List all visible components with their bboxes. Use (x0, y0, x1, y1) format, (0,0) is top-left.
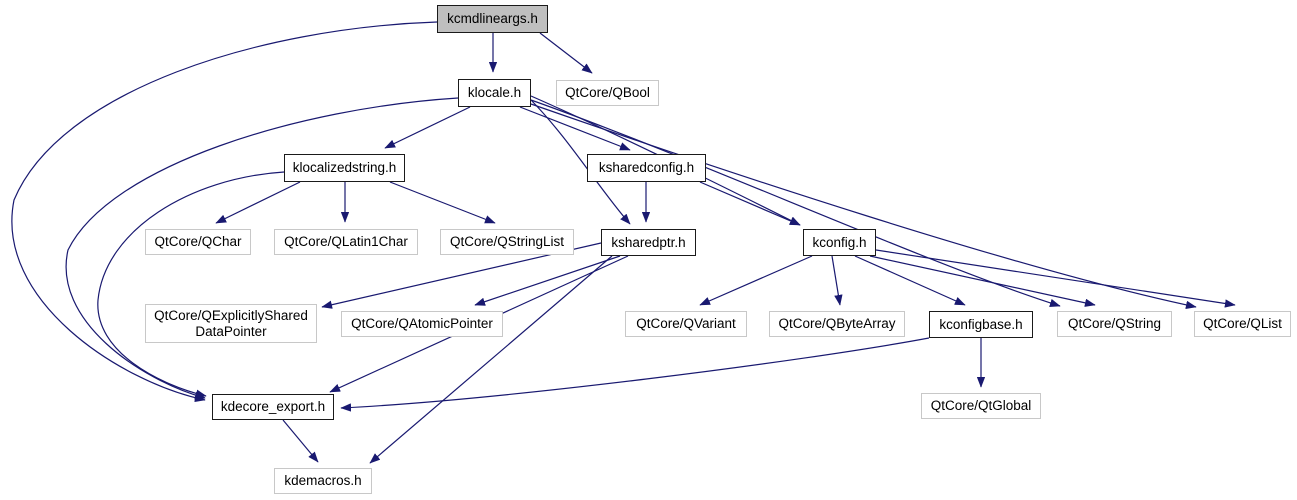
node-kdemacros[interactable]: kdemacros.h (274, 468, 372, 494)
node-qbool[interactable]: QtCore/QBool (556, 80, 659, 106)
edge-klocale-to-qlist (530, 103, 1197, 310)
node-kconfig[interactable]: kconfig.h (803, 229, 876, 256)
edge-klocale-to-ksharedptr (530, 99, 631, 225)
node-ksharedconfig[interactable]: ksharedconfig.h (587, 154, 706, 182)
node-qtglobal[interactable]: QtCore/QtGlobal (921, 393, 1041, 419)
node-qchar[interactable]: QtCore/QChar (145, 229, 251, 255)
edge-klocalizedstring-to-kdecore_export (97, 171, 285, 398)
node-qexplicitly[interactable]: QtCore/QExplicitlyShared DataPointer (145, 304, 317, 343)
dependency-edges (11, 21, 1236, 464)
node-klocale[interactable]: klocale.h (458, 79, 531, 107)
edge-klocalizedstring-to-qchar (215, 181, 301, 224)
node-kcmdlineargs[interactable]: kcmdlineargs.h (437, 5, 548, 33)
edge-kcmdlineargs-to-qbool (539, 32, 593, 74)
node-klocalizedstring[interactable]: klocalizedstring.h (284, 154, 405, 182)
node-qlatin1char[interactable]: QtCore/QLatin1Char (274, 229, 418, 255)
edge-klocale-to-klocalizedstring (384, 106, 471, 149)
node-qlist[interactable]: QtCore/QList (1194, 311, 1291, 337)
node-qbytearray[interactable]: QtCore/QByteArray (769, 311, 905, 337)
edge-kconfigbase-to-kdecore_export (340, 337, 930, 412)
edge-kconfig-to-kconfigbase (854, 255, 966, 306)
node-kconfigbase[interactable]: kconfigbase.h (929, 311, 1033, 338)
node-ksharedptr[interactable]: ksharedptr.h (601, 229, 696, 256)
edge-klocale-to-ksharedconfig (519, 106, 631, 151)
edge-klocale-to-kdecore_export (65, 97, 459, 400)
edge-ksharedptr-to-kdemacros (369, 255, 613, 464)
edge-kconfig-to-qstring (869, 255, 1096, 307)
node-kdecore_export[interactable]: kdecore_export.h (212, 394, 334, 420)
edge-kconfig-to-qvariant (699, 255, 813, 306)
edge-klocale-to-qstring (530, 99, 1061, 307)
edge-klocalizedstring-to-qstringlist (389, 181, 496, 224)
node-qatomicpointer[interactable]: QtCore/QAtomicPointer (341, 311, 503, 337)
edge-kconfig-to-qlist (875, 249, 1236, 308)
edge-ksharedconfig-to-kconfig (699, 181, 801, 226)
edge-kdecore_export-to-kdemacros (282, 419, 319, 463)
node-qstring[interactable]: QtCore/QString (1057, 311, 1172, 337)
edge-kcmdlineargs-to-kdecore_export (11, 21, 438, 403)
edge-ksharedptr-to-qatomicpointer (474, 255, 621, 306)
edge-kconfig-to-qbytearray (831, 255, 843, 306)
node-qstringlist[interactable]: QtCore/QStringList (440, 229, 574, 255)
node-qvariant[interactable]: QtCore/QVariant (625, 311, 747, 337)
